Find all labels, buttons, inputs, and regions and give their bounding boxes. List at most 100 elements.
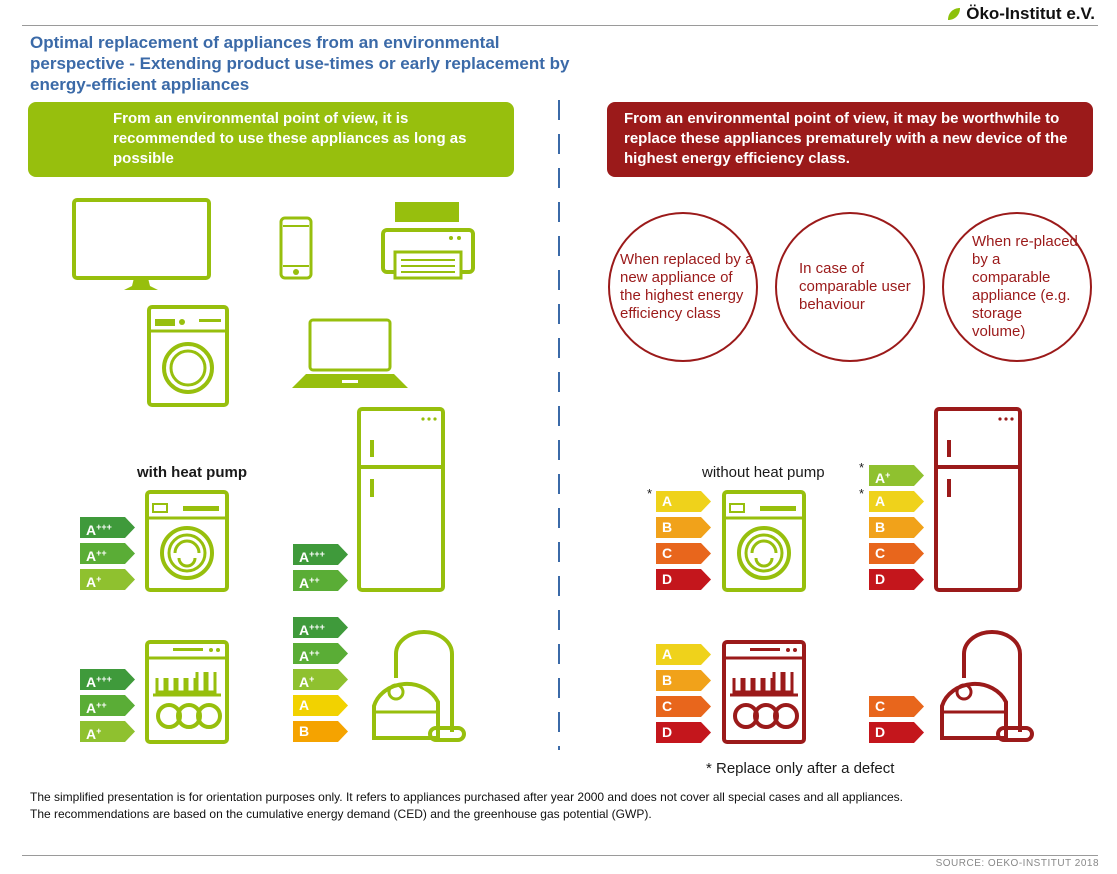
fridge-right-labels: A+ A B C D <box>869 465 924 590</box>
energy-label-c: C <box>869 543 924 564</box>
energy-label-text: C <box>875 698 886 714</box>
fridge-icon <box>934 407 1022 592</box>
smartphone-icon <box>279 216 313 280</box>
energy-label-a1: A+ <box>293 669 348 690</box>
printer-icon <box>381 202 475 280</box>
energy-label-text: A+++ <box>86 674 112 690</box>
energy-label-a: A <box>293 695 348 716</box>
energy-label-text: A+++ <box>299 549 325 565</box>
circle-text: When re-placed by a comparable appliance… <box>972 233 1078 340</box>
fridge-icon <box>357 407 445 592</box>
circle-comparable-appliance: When re-placed by a comparable appliance… <box>942 212 1092 362</box>
energy-label-text: C <box>662 545 673 561</box>
dryer-left-labels: A+++ A++ A+ <box>80 517 135 590</box>
energy-label-text: B <box>299 723 310 739</box>
tv-icon <box>72 198 211 290</box>
dryer-icon <box>722 490 806 592</box>
energy-label-text: A++ <box>86 700 107 716</box>
energy-label-b: B <box>869 517 924 538</box>
energy-label-b: B <box>656 670 711 691</box>
energy-label-d: D <box>869 722 924 743</box>
logo: Öko-Institut e.V. <box>946 4 1095 24</box>
source-note: SOURCE: OEKO-INSTITUT 2018 <box>935 858 1099 869</box>
energy-label-text: D <box>662 724 673 740</box>
asterisk: * <box>647 486 653 501</box>
left-banner: From an environmental point of view, it … <box>28 102 514 177</box>
asterisk: * <box>859 460 865 475</box>
energy-label-a1: A+ <box>80 569 135 590</box>
energy-label-a1: A+ <box>869 465 924 486</box>
replace-note: * Replace only after a defect <box>706 760 895 777</box>
energy-label-c: C <box>656 696 711 717</box>
energy-label-a: A <box>656 491 711 512</box>
circle-text: In case of comparable user behaviour <box>799 260 911 313</box>
energy-label-a: A <box>869 491 924 512</box>
energy-label-b: B <box>656 517 711 538</box>
energy-label-text: A+ <box>299 674 315 690</box>
leaf-logo-icon <box>948 8 961 20</box>
energy-label-text: A <box>662 646 673 662</box>
energy-label-a2: A++ <box>293 570 348 591</box>
energy-label-c: C <box>656 543 711 564</box>
washing-machine-icon <box>147 305 229 407</box>
energy-label-a1: A+ <box>80 721 135 742</box>
energy-label-text: A <box>875 493 886 509</box>
energy-label-text: D <box>875 724 886 740</box>
vacuum-left-labels: A+++ A++ A+ A B <box>293 617 348 742</box>
energy-label-a2: A++ <box>293 643 348 664</box>
energy-label-text: A <box>662 493 673 509</box>
energy-label-a2: A++ <box>80 695 135 716</box>
circle-replaced-new: When replaced by a new appliance of the … <box>608 212 758 362</box>
vacuum-icon <box>372 630 466 742</box>
energy-label-a3: A+++ <box>80 669 135 690</box>
energy-label-text: A++ <box>299 575 320 591</box>
laptop-icon <box>292 318 408 388</box>
energy-label-a2: A++ <box>80 543 135 564</box>
energy-label-text: B <box>875 519 886 535</box>
vacuum-icon <box>940 630 1034 742</box>
without-heat-pump-label: without heat pump <box>702 464 825 481</box>
energy-label-text: C <box>875 545 886 561</box>
energy-label-d: D <box>656 569 711 590</box>
energy-label-text: A <box>299 697 310 713</box>
energy-label-c: C <box>869 696 924 717</box>
energy-label-a: A <box>656 644 711 665</box>
dishwasher-right-labels: A B C D <box>656 644 711 743</box>
energy-label-text: C <box>662 698 673 714</box>
column-divider <box>558 100 560 750</box>
energy-label-text: B <box>662 672 673 688</box>
footnote: The simplified presentation is for orien… <box>30 790 903 821</box>
energy-label-a3: A+++ <box>80 517 135 538</box>
energy-label-text: A++ <box>86 548 107 564</box>
page-title: Optimal replacement of appliances from a… <box>30 33 570 94</box>
asterisk: * <box>859 486 865 501</box>
energy-label-b: B <box>293 721 348 742</box>
fridge-left-labels: A+++ A++ <box>293 544 348 591</box>
vacuum-right-labels: C D <box>869 696 924 743</box>
energy-label-text: A+ <box>875 470 891 486</box>
energy-label-text: D <box>875 571 886 587</box>
logo-text: Öko-Institut e.V. <box>966 4 1095 23</box>
energy-label-text: B <box>662 519 673 535</box>
dryer-right-labels: A B C D <box>656 491 711 590</box>
energy-label-text: A+++ <box>86 522 112 538</box>
energy-label-a3: A+++ <box>293 544 348 565</box>
energy-label-d: D <box>656 722 711 743</box>
dishwasher-left-labels: A+++ A++ A+ <box>80 669 135 742</box>
right-banner: From an environmental point of view, it … <box>607 102 1093 177</box>
circle-text: When replaced by a new appliance of the … <box>620 251 754 322</box>
dryer-icon <box>145 490 229 592</box>
dishwasher-icon <box>722 640 806 744</box>
with-heat-pump-label: with heat pump <box>137 464 247 481</box>
bottom-rule <box>22 855 1098 856</box>
energy-label-text: A++ <box>299 648 320 664</box>
top-rule <box>22 25 1098 26</box>
energy-label-text: A+ <box>86 574 102 590</box>
energy-label-text: A+ <box>86 726 102 742</box>
energy-label-d: D <box>869 569 924 590</box>
energy-label-text: D <box>662 571 673 587</box>
energy-label-text: A+++ <box>299 622 325 638</box>
circle-comparable-behaviour: In case of comparable user behaviour <box>775 212 925 362</box>
dishwasher-icon <box>145 640 229 744</box>
energy-label-a3: A+++ <box>293 617 348 638</box>
